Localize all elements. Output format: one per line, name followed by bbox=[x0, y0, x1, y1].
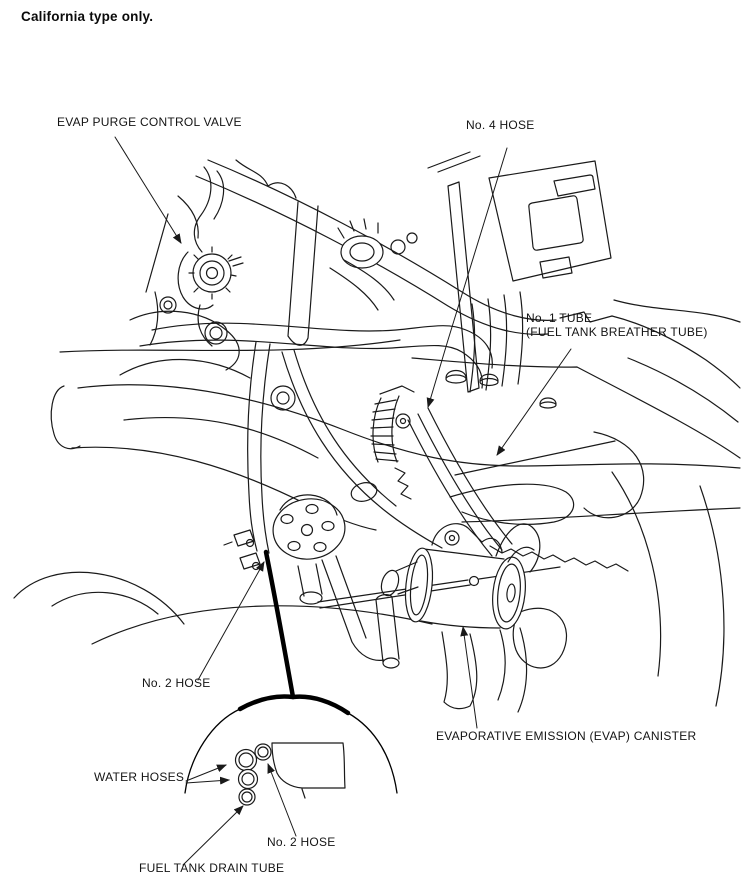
label-no2-hose: No. 2 HOSE bbox=[142, 676, 211, 690]
corrugated-tube bbox=[370, 385, 415, 463]
water-hose-section-1 bbox=[234, 748, 258, 772]
evap-canister bbox=[380, 523, 541, 713]
purge-control-valve bbox=[177, 246, 244, 347]
mount-studs bbox=[445, 369, 557, 409]
label-purge-control-valve: EVAP PURGE CONTROL VALVE bbox=[57, 115, 242, 129]
wheel-arch bbox=[13, 571, 185, 625]
leader-water-hoses-1 bbox=[185, 764, 227, 782]
label-no4-hose: No. 4 HOSE bbox=[466, 118, 535, 132]
bold-drain-tube-line bbox=[263, 549, 296, 700]
leader-purge-valve bbox=[114, 136, 182, 244]
inset-panel bbox=[271, 742, 346, 799]
detail-callout bbox=[184, 549, 398, 794]
leader-lines bbox=[114, 136, 572, 866]
label-fuel-tank-drain-tube: FUEL TANK DRAIN TUBE bbox=[139, 861, 285, 875]
label-evap-canister: EVAPORATIVE EMISSION (EVAP) CANISTER bbox=[436, 729, 697, 743]
shock-absorber bbox=[375, 594, 400, 669]
california-note: California type only. bbox=[21, 9, 154, 24]
serrated-edge bbox=[489, 545, 629, 572]
engine-assembly bbox=[119, 151, 741, 423]
label-no1-tube-line1: No. 1 TUBE bbox=[526, 311, 593, 325]
drain-tube-section bbox=[238, 788, 256, 806]
axle-flange bbox=[272, 494, 346, 605]
leader-canister bbox=[460, 626, 478, 729]
relay-box bbox=[488, 160, 741, 389]
leader-no4-hose bbox=[426, 147, 508, 408]
hose-grommets bbox=[159, 296, 296, 411]
leader-water-hoses-2 bbox=[185, 776, 230, 785]
radiator-edge bbox=[447, 181, 480, 393]
no2-hose-section bbox=[254, 743, 272, 761]
label-no1-tube: No. 1 TUBE (FUEL TANK BREATHER TUBE) bbox=[526, 311, 708, 339]
label-no2-hose-detail: No. 2 HOSE bbox=[267, 835, 336, 849]
label-water-hoses: WATER HOSES bbox=[94, 770, 185, 784]
leader-no2-hose-detail bbox=[267, 763, 297, 837]
tube-bundle bbox=[407, 407, 575, 557]
leader-drain-tube bbox=[182, 805, 244, 866]
water-hose-section-2 bbox=[237, 768, 259, 790]
throttle-body bbox=[337, 218, 384, 269]
leader-no1-tube bbox=[496, 348, 572, 456]
leader-no2-hose bbox=[197, 561, 265, 681]
rear-beam-suspension bbox=[13, 339, 741, 707]
detail-inset bbox=[234, 742, 346, 806]
label-no1-tube-line2: (FUEL TANK BREATHER TUBE) bbox=[526, 324, 708, 339]
